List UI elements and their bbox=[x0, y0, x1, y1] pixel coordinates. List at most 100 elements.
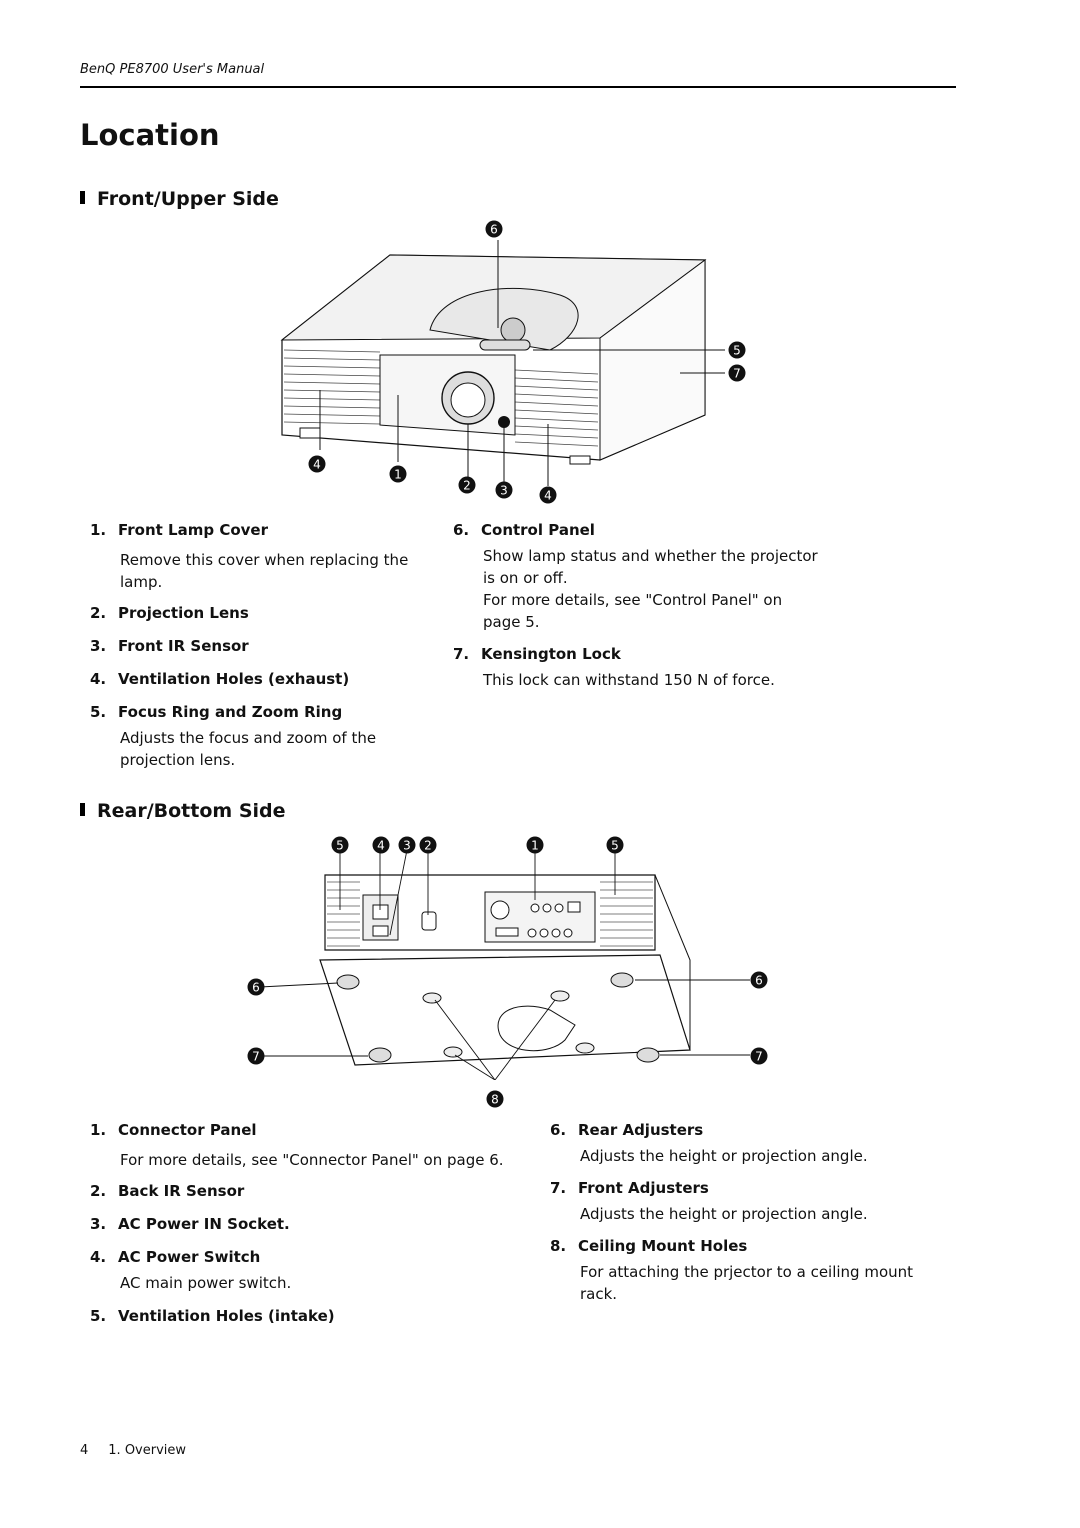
front-item-5: 5. Focus Ring and Zoom Ring bbox=[90, 703, 342, 721]
svg-text:6: 6 bbox=[755, 974, 763, 988]
front-vents-left bbox=[283, 349, 381, 425]
front-heading-text: Front/Upper Side bbox=[97, 188, 279, 210]
control-buttons bbox=[500, 317, 526, 343]
rear-section-heading: Rear/Bottom Side bbox=[80, 800, 286, 822]
svg-text:1: 1 bbox=[394, 468, 402, 482]
item-number: 7. bbox=[550, 1179, 567, 1197]
rear-callout-7b: 7 bbox=[750, 1047, 768, 1069]
rear-callout-7a: 7 bbox=[247, 1047, 265, 1069]
front-callout-4b: 4 bbox=[539, 486, 557, 508]
rear-callout-4: 4 bbox=[372, 836, 390, 858]
item-label: Ventilation Holes (exhaust) bbox=[118, 670, 350, 688]
front-callout-7: 7 bbox=[728, 364, 746, 386]
item-number: 1. bbox=[90, 521, 107, 539]
desc-line: For more details, see "Connector Panel" … bbox=[120, 1151, 504, 1169]
rear-vents bbox=[327, 881, 653, 947]
svg-text:5: 5 bbox=[733, 344, 741, 358]
svg-text:7: 7 bbox=[252, 1050, 260, 1064]
svg-text:3: 3 bbox=[500, 484, 508, 498]
rear-adjuster-right bbox=[610, 972, 634, 988]
callout-circle: 6 bbox=[485, 220, 503, 238]
section-marker bbox=[80, 191, 85, 204]
rear-item-4: 4.AC Power Switch bbox=[90, 1248, 260, 1266]
front-item-1: 1. Front Lamp Cover bbox=[90, 521, 268, 539]
callout-circle: 4 bbox=[539, 486, 557, 504]
front-item-3: 3.Front IR Sensor bbox=[90, 637, 249, 655]
callout-circle: 1 bbox=[389, 465, 407, 483]
item-label: Connector Panel bbox=[118, 1121, 257, 1139]
front-projector-diagram bbox=[280, 240, 725, 486]
callout-circle: 5 bbox=[331, 836, 349, 854]
front-leader-lines bbox=[319, 240, 725, 486]
callout-circle: 4 bbox=[308, 455, 326, 473]
rear-item-8: 8.Ceiling Mount Holes bbox=[550, 1237, 747, 1255]
svg-text:3: 3 bbox=[403, 839, 411, 853]
rear-item-1-desc: For more details, see "Connector Panel" … bbox=[120, 1149, 504, 1171]
ceiling-mount-hole bbox=[443, 1046, 463, 1058]
control-panel-area bbox=[429, 287, 579, 351]
svg-text:2: 2 bbox=[424, 839, 432, 853]
page-title: Location bbox=[80, 118, 220, 152]
rear-item-5: 5.Ventilation Holes (intake) bbox=[90, 1307, 335, 1325]
rear-projector-diagram bbox=[260, 850, 750, 1080]
connector-port bbox=[551, 928, 561, 938]
item-label: AC Power Switch bbox=[118, 1248, 261, 1266]
item-label: Back IR Sensor bbox=[118, 1182, 245, 1200]
item-label: Projection Lens bbox=[118, 604, 249, 622]
desc-line: lamp. bbox=[120, 573, 163, 591]
rear-callout-2: 2 bbox=[419, 836, 437, 858]
back-ir-sensor bbox=[421, 911, 437, 931]
callout-circle: 1 bbox=[526, 836, 544, 854]
callout-circle: 2 bbox=[419, 836, 437, 854]
callout-circle: 7 bbox=[247, 1047, 265, 1065]
item-label: Focus Ring and Zoom Ring bbox=[118, 703, 343, 721]
svg-text:6: 6 bbox=[252, 981, 260, 995]
power-switch bbox=[372, 904, 389, 920]
callout-circle: 7 bbox=[750, 1047, 768, 1065]
front-item-7: 7. Kensington Lock bbox=[453, 645, 621, 663]
connector-port bbox=[490, 900, 510, 920]
item-label: AC Power IN Socket. bbox=[118, 1215, 290, 1233]
callout-circle: 3 bbox=[398, 836, 416, 854]
front-foot-right bbox=[569, 455, 591, 465]
callout-circle: 6 bbox=[247, 978, 265, 996]
desc-line: projection lens. bbox=[120, 751, 236, 769]
desc-line: Adjusts the height or projection angle. bbox=[580, 1205, 868, 1223]
item-number: 5. bbox=[90, 1307, 107, 1325]
desc-line: rack. bbox=[580, 1285, 618, 1303]
connector-port bbox=[527, 928, 537, 938]
item-number: 8. bbox=[550, 1237, 567, 1255]
connector-port bbox=[530, 903, 540, 913]
rear-item-7: 7.Front Adjusters bbox=[550, 1179, 709, 1197]
chapter-name: 1. Overview bbox=[108, 1443, 187, 1458]
ceiling-mount-hole bbox=[575, 1042, 595, 1054]
item-number: 2. bbox=[90, 1182, 107, 1200]
svg-text:5: 5 bbox=[611, 839, 619, 853]
callout-circle: 4 bbox=[372, 836, 390, 854]
front-item-1-desc: Remove this cover when replacing the lamp… bbox=[120, 549, 408, 593]
svg-text:2: 2 bbox=[463, 479, 471, 493]
front-section-heading: Front/Upper Side bbox=[80, 188, 279, 210]
item-label: Kensington Lock bbox=[481, 645, 621, 663]
front-callout-1: 1 bbox=[389, 465, 407, 487]
desc-line: AC main power switch. bbox=[120, 1274, 292, 1292]
item-number: 7. bbox=[453, 645, 470, 663]
rear-adjuster-left bbox=[336, 974, 360, 990]
rear-heading-text: Rear/Bottom Side bbox=[97, 800, 286, 822]
front-item-6-desc: Show lamp status and whether the project… bbox=[483, 545, 818, 633]
item-number: 1. bbox=[90, 1121, 107, 1139]
item-number: 3. bbox=[90, 1215, 107, 1233]
svg-text:7: 7 bbox=[733, 367, 741, 381]
item-label: Front Lamp Cover bbox=[118, 521, 268, 539]
rear-item-2: 2. Back IR Sensor bbox=[90, 1182, 244, 1200]
rear-item-8-desc: For attaching the prjector to a ceiling … bbox=[580, 1261, 913, 1305]
item-number: 5. bbox=[90, 703, 107, 721]
power-socket bbox=[372, 925, 389, 937]
desc-line: Remove this cover when replacing the bbox=[120, 551, 409, 569]
rear-item-7-desc: Adjusts the height or projection angle. bbox=[580, 1203, 868, 1225]
manual-header: BenQ PE8700 User's Manual bbox=[80, 62, 265, 77]
rear-callout-6a: 6 bbox=[247, 978, 265, 1000]
desc-line: For attaching the prjector to a ceiling … bbox=[580, 1263, 914, 1281]
rear-callout-1: 1 bbox=[526, 836, 544, 858]
